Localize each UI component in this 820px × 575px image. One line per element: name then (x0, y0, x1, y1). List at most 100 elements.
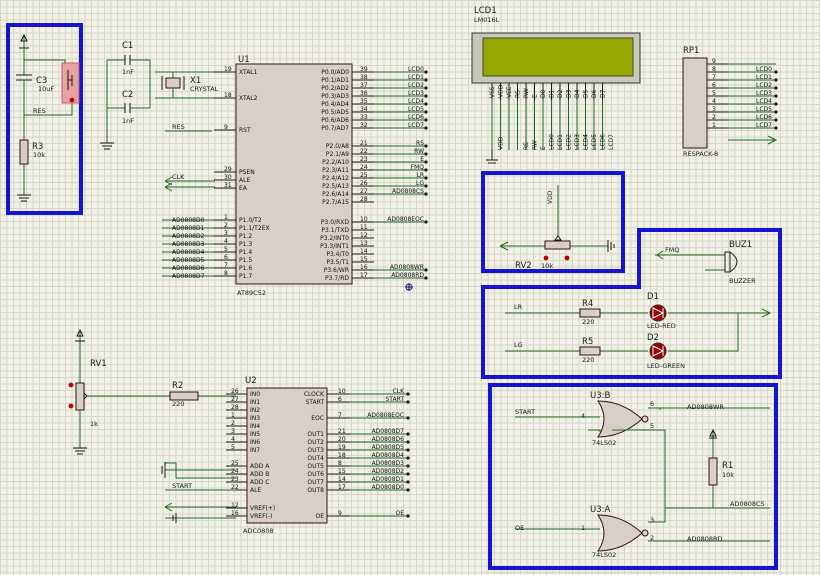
u1-pin-name: P2.6/A14 (322, 191, 349, 198)
rv1-input-pot: RV1 1k R2 220 (68, 328, 236, 455)
u1-pin-name: EA (239, 185, 248, 192)
u1-pin-name: P2.7/A15 (322, 199, 349, 206)
u2-pin-num: 10 (338, 388, 346, 395)
u2-pin-name: OUT2 (307, 439, 324, 446)
u2-pin-name: ADD A (250, 463, 270, 470)
d2-value: LED-GREEN (647, 362, 685, 370)
rp1-pin-num: 6 (712, 82, 716, 89)
u1-pin-name: P1.1/T2EX (239, 225, 270, 232)
u1-p1-net: AD0808D2 (172, 233, 205, 240)
u1-pin-num: 10 (360, 216, 368, 223)
u2-pin-name: IN3 (250, 415, 260, 422)
rv1-ref: RV1 (90, 359, 107, 369)
rp1-pin-num: 2 (712, 114, 716, 121)
u1-pin-num: 32 (360, 122, 368, 129)
rp1-net-label: LCD4 (756, 98, 772, 105)
u2-pin-name: OUT7 (307, 479, 324, 486)
u1-pin-name: P3.1/TXD (321, 227, 349, 234)
lcd-net-label: RW (532, 140, 539, 150)
u1-pin-name: RST (239, 127, 251, 134)
lcd-net-label: LCD4 (583, 134, 590, 150)
u2-pin-num: 3 (231, 428, 235, 435)
u1-pin-name: P2.5/A13 (322, 183, 349, 190)
u1-pin-num: 3 (224, 230, 228, 237)
lcd1-value: LM016L (474, 16, 500, 24)
d2-ref: D2 (647, 333, 659, 343)
net-junction (406, 488, 410, 492)
lcd-net-label: LCD6 (600, 134, 607, 150)
u1-pin-num: 36 (360, 90, 368, 97)
u2-pin-name: OUT8 (307, 487, 324, 494)
rp1-pin-num: 5 (712, 90, 716, 97)
u1-pin-num: 12 (360, 232, 368, 239)
rp1-net-label: LCD6 (756, 114, 772, 121)
rp1-pin-num: 7 (712, 74, 716, 81)
lcd-pin-name: D5 (583, 89, 590, 98)
u2-pin-num: 24 (231, 468, 239, 475)
u3a-cs-net: AD0808CS (730, 500, 765, 508)
lcd-pin-name: VSS (489, 86, 496, 98)
buz1-buzzer: FMQ BUZ1 BUZZER (655, 240, 756, 285)
u1-pin-num: 14 (360, 248, 368, 255)
u2-pin-name: IN1 (250, 399, 260, 406)
c3-value: 10uF (38, 85, 54, 93)
u1-pin-name: P1.3 (239, 241, 252, 248)
u1-net-label: LCD6 (408, 114, 424, 121)
u3a-pin-b: 2 (650, 534, 654, 542)
u1-p1-net: AD0808D5 (172, 257, 205, 264)
rv2-value: 10k (541, 262, 553, 270)
u2-pin-num: 14 (338, 476, 346, 483)
reset-circuit: C3 10uF RES R3 10k (16, 33, 80, 202)
u2-pin-num: 22 (231, 484, 239, 491)
u3a-pin-out: 3 (650, 516, 654, 524)
u1-part: AT89C52 (237, 289, 266, 297)
u2-pin-name: START (305, 399, 324, 406)
u1-net-label: LCD7 (408, 122, 424, 129)
u1-net-label: AD0808RD (391, 272, 424, 279)
u2-net-label: AD0808D6 (372, 436, 405, 443)
u1-pin-name: P0.3/AD3 (321, 93, 349, 100)
u1-pin-num: 16 (360, 264, 368, 271)
u1-pin-num: 17 (360, 272, 368, 279)
r5-ref: R5 (582, 337, 593, 347)
u2-pin-num: 4 (231, 436, 235, 443)
u1-pin-name: P0.1/AD1 (321, 77, 349, 84)
u2-pin-num: 7 (338, 412, 342, 419)
u3b-out-net: AD0808WR (687, 403, 724, 411)
u2-net-label: AD0808D0 (372, 484, 405, 491)
reset-net-label: RES (33, 107, 46, 115)
u3b-value: 74LS02 (592, 439, 616, 447)
lcd-net-label: RS (523, 142, 530, 150)
u2-net-label: AD0808D5 (372, 444, 405, 451)
lcd-net-label: LCD7 (608, 134, 615, 150)
u2-pin-num: 25 (231, 460, 239, 467)
u1-pin-num: 1 (224, 214, 228, 221)
u1-net-label: E (420, 156, 424, 163)
u1-pin-name: P3.5/T1 (326, 259, 349, 266)
u1-net-label: LCD3 (408, 90, 424, 97)
rp1-net-label: LCD7 (756, 122, 772, 129)
u2-pin-name: IN7 (250, 447, 260, 454)
r1-value: 10k (722, 471, 734, 479)
u1-pin-num: 28 (360, 196, 368, 203)
u1-pin-name: P3.3/INT1 (320, 243, 349, 250)
u2-pin-num: 17 (338, 484, 346, 491)
u2-pin-num: 18 (338, 452, 346, 459)
u1-pin-name: P3.0/RXD (321, 219, 349, 226)
net-junction (424, 78, 428, 82)
u1-pin-name: P0.2/AD2 (321, 85, 349, 92)
lcd-net-label: LCD5 (591, 134, 598, 150)
u1-pin-num: 35 (360, 98, 368, 105)
u1-res-net: RES (172, 123, 185, 131)
u2-pin-name: OUT6 (307, 471, 324, 478)
u1-pin-name: P3.4/T0 (326, 251, 349, 258)
net-junction (774, 78, 778, 82)
net-junction (406, 514, 410, 518)
net-junction (774, 102, 778, 106)
lcd-pin-name: D4 (574, 89, 581, 98)
net-junction (424, 192, 428, 196)
u2-pin-num: 6 (338, 396, 342, 403)
